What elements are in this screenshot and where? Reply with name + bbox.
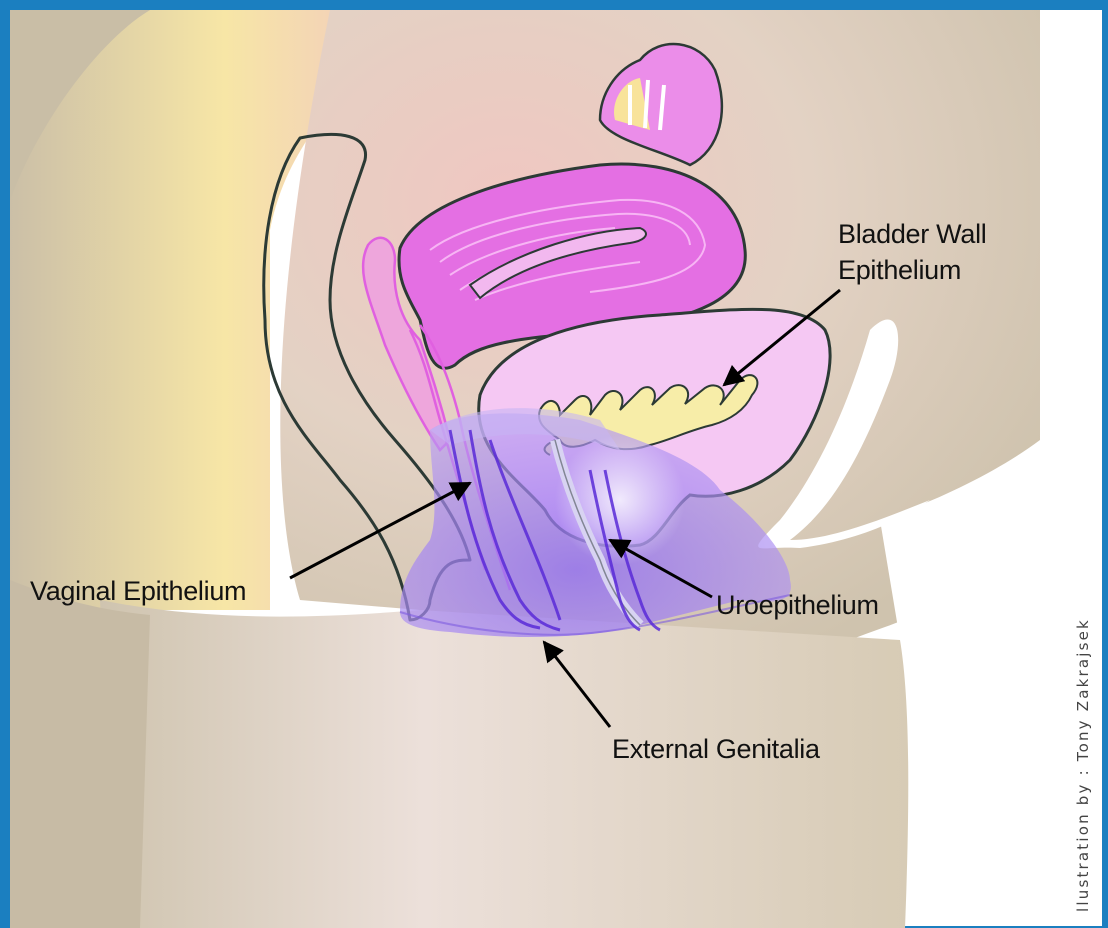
vaginal-label: Vaginal Epithelium <box>30 576 246 606</box>
bladder-label-line2: Epithelium <box>838 255 961 285</box>
bladder-label-line1: Bladder Wall <box>838 219 986 249</box>
illustrator-credit: llustration by : Tony Zakrajsek <box>1074 618 1092 912</box>
uro-label: Uroepithelium <box>716 590 879 620</box>
external-label: External Genitalia <box>612 734 821 764</box>
